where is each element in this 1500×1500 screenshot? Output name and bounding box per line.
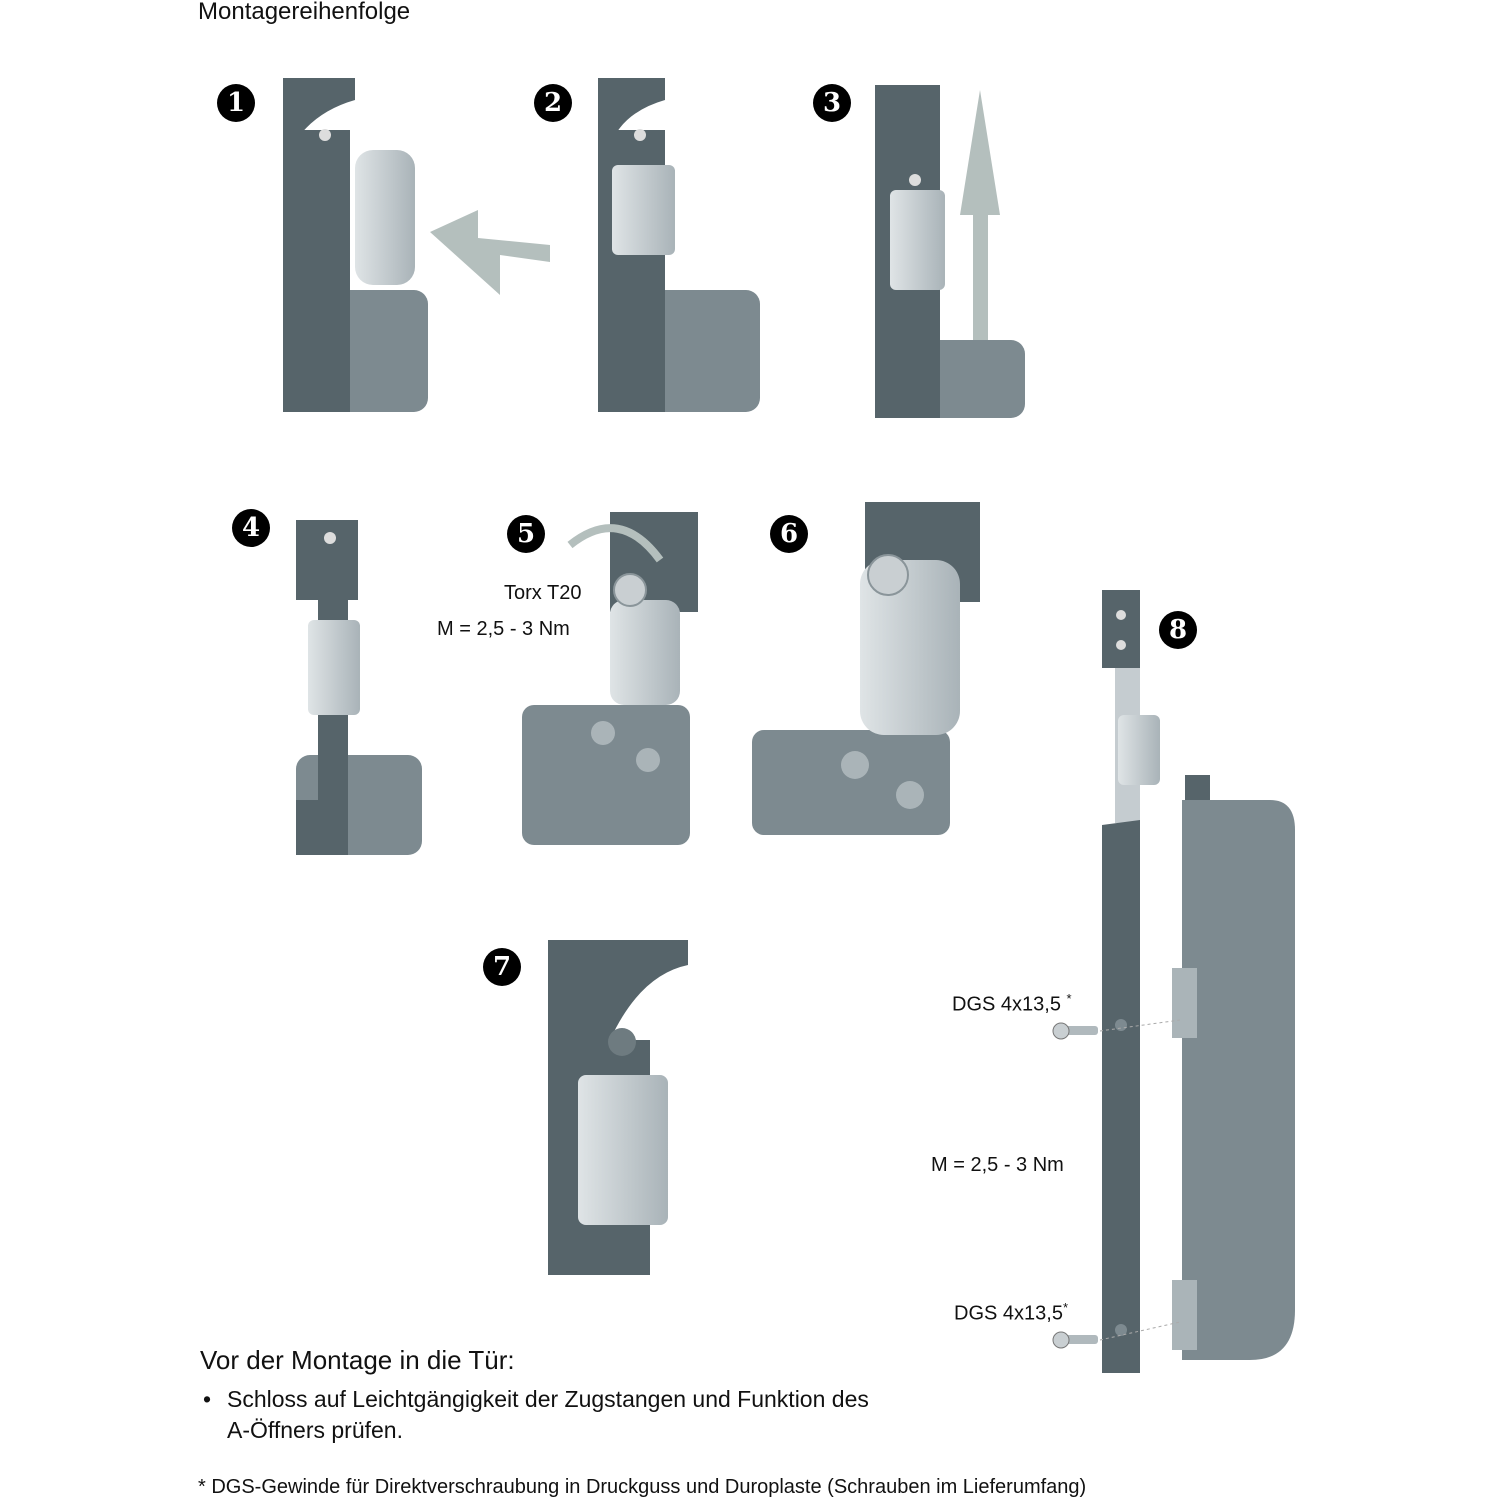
page-title: Montagereihenfolge: [198, 0, 411, 25]
step-number-7: 7: [483, 948, 521, 986]
step-2-illustration: [598, 78, 760, 412]
screw-label-bottom: DGS 4x13,5*: [954, 1300, 1069, 1325]
step-number-8: 8: [1159, 611, 1197, 649]
step-8-illustration: [1052, 590, 1295, 1373]
step-3-illustration: [875, 85, 1025, 418]
step-1-illustration: [283, 78, 550, 412]
arrow-left-icon: [430, 210, 550, 295]
step-number-5: 5: [507, 515, 545, 553]
rotate-arrow-icon: [567, 524, 664, 563]
torx-screw-icon: [613, 573, 647, 607]
step-7-illustration: [548, 940, 688, 1275]
note-bullet-line2: A-Öffners prüfen.: [227, 1417, 403, 1443]
step-number-4: 4: [232, 509, 270, 547]
arrow-up-icon: [960, 90, 1000, 340]
bullet-icon: •: [203, 1386, 212, 1412]
footnote: * DGS-Gewinde für Direktverschraubung in…: [198, 1476, 1087, 1498]
step-number-6: 6: [770, 515, 808, 553]
notes-heading: Vor der Montage in die Tür:: [200, 1345, 515, 1375]
note-bullet-line1: Schloss auf Leichtgängigkeit der Zugstan…: [227, 1386, 869, 1412]
torque-label-step5: M = 2,5 - 3 Nm: [437, 618, 570, 640]
step-number-1: 1: [217, 84, 255, 122]
step-5-illustration: [522, 512, 698, 845]
step-number-3: 3: [813, 84, 851, 122]
screw-icon: [1052, 1331, 1098, 1349]
torx-label: Torx T20: [504, 582, 582, 604]
step-6-illustration: [752, 502, 980, 835]
step-number-2: 2: [534, 84, 572, 122]
step-4-illustration: [296, 520, 422, 855]
torque-label-step8: M = 2,5 - 3 Nm: [931, 1154, 1064, 1176]
screw-icon: [1052, 1022, 1098, 1040]
screw-label-top: DGS 4x13,5 *: [952, 991, 1072, 1016]
